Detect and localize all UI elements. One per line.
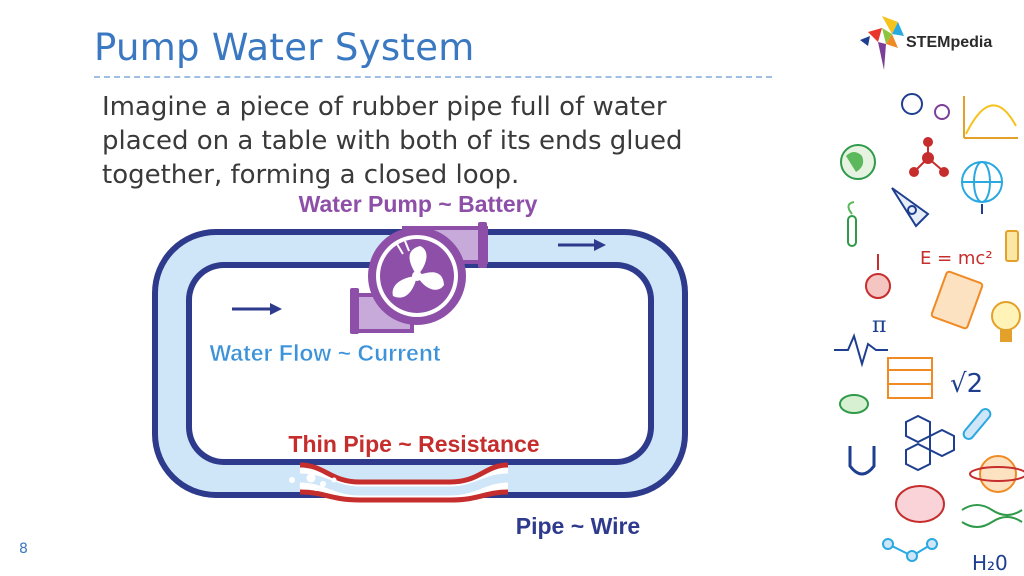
thin-pipe-bottom-edge: [299, 489, 509, 503]
atom-chain-icon: [882, 538, 938, 562]
stempedia-logo-icon: [860, 16, 904, 70]
slide-title: Pump Water System: [94, 26, 475, 69]
loop-interior: [192, 268, 648, 459]
hexagon-structure-icon: [905, 414, 955, 472]
pump-label: Water Pump ~ Battery: [299, 191, 538, 217]
pump-outlet-flange: [478, 222, 487, 268]
heartbeat-icon: [834, 333, 888, 368]
h2o-formula: H₂0: [972, 551, 1008, 575]
book-icon: [930, 270, 984, 330]
magnet-icon: [848, 446, 876, 476]
thin-pipe-label: Thin Pipe ~ Resistance: [288, 431, 539, 457]
flow-arrow-left: [232, 303, 282, 315]
pipe-label: Pipe ~ Wire: [516, 513, 640, 539]
rocket-icon: [891, 187, 930, 228]
bulb-icon: [991, 301, 1021, 342]
brain-icon: [895, 485, 945, 523]
battery-icon: [1005, 230, 1019, 262]
intro-paragraph: Imagine a piece of rubber pipe full of w…: [102, 92, 683, 190]
water-bubbles: [289, 473, 337, 491]
water-pump: [350, 222, 488, 334]
earth-icon: [840, 144, 876, 180]
test-tube-icon: [847, 201, 857, 247]
abacus-icon: [887, 357, 933, 399]
formula-emc2: E = mc²: [920, 248, 993, 269]
flow-arrow-top-right: [558, 239, 606, 251]
pump-fan-icon: [392, 246, 444, 298]
molecule-icon: [909, 137, 949, 177]
flow-label: Water Flow ~ Current: [209, 340, 440, 366]
globe-icon: [961, 161, 1003, 214]
dna-icon: [961, 504, 1023, 528]
sqrt2-symbol: √2: [950, 369, 983, 399]
page-number: 8: [19, 541, 28, 557]
leaf-icon: [839, 394, 869, 414]
graph-icon: [963, 96, 1018, 139]
science-doodles: E = mc² π √2: [834, 93, 1024, 575]
apple-icon: [865, 254, 891, 299]
germ-icon: [901, 93, 950, 120]
thermometer-icon: [962, 408, 992, 440]
stempedia-logo: STEMpedia: [858, 12, 1018, 72]
pi-symbol: π: [872, 313, 886, 338]
logo-text: STEMpedia: [906, 34, 993, 51]
thin-pipe-water: [299, 473, 509, 496]
thin-pipe-top-edge: [299, 462, 509, 485]
planet-icon: [969, 455, 1024, 493]
pump-grill-lines: [396, 240, 410, 255]
pump-inlet-flange: [350, 288, 359, 334]
title-divider: [94, 76, 772, 78]
